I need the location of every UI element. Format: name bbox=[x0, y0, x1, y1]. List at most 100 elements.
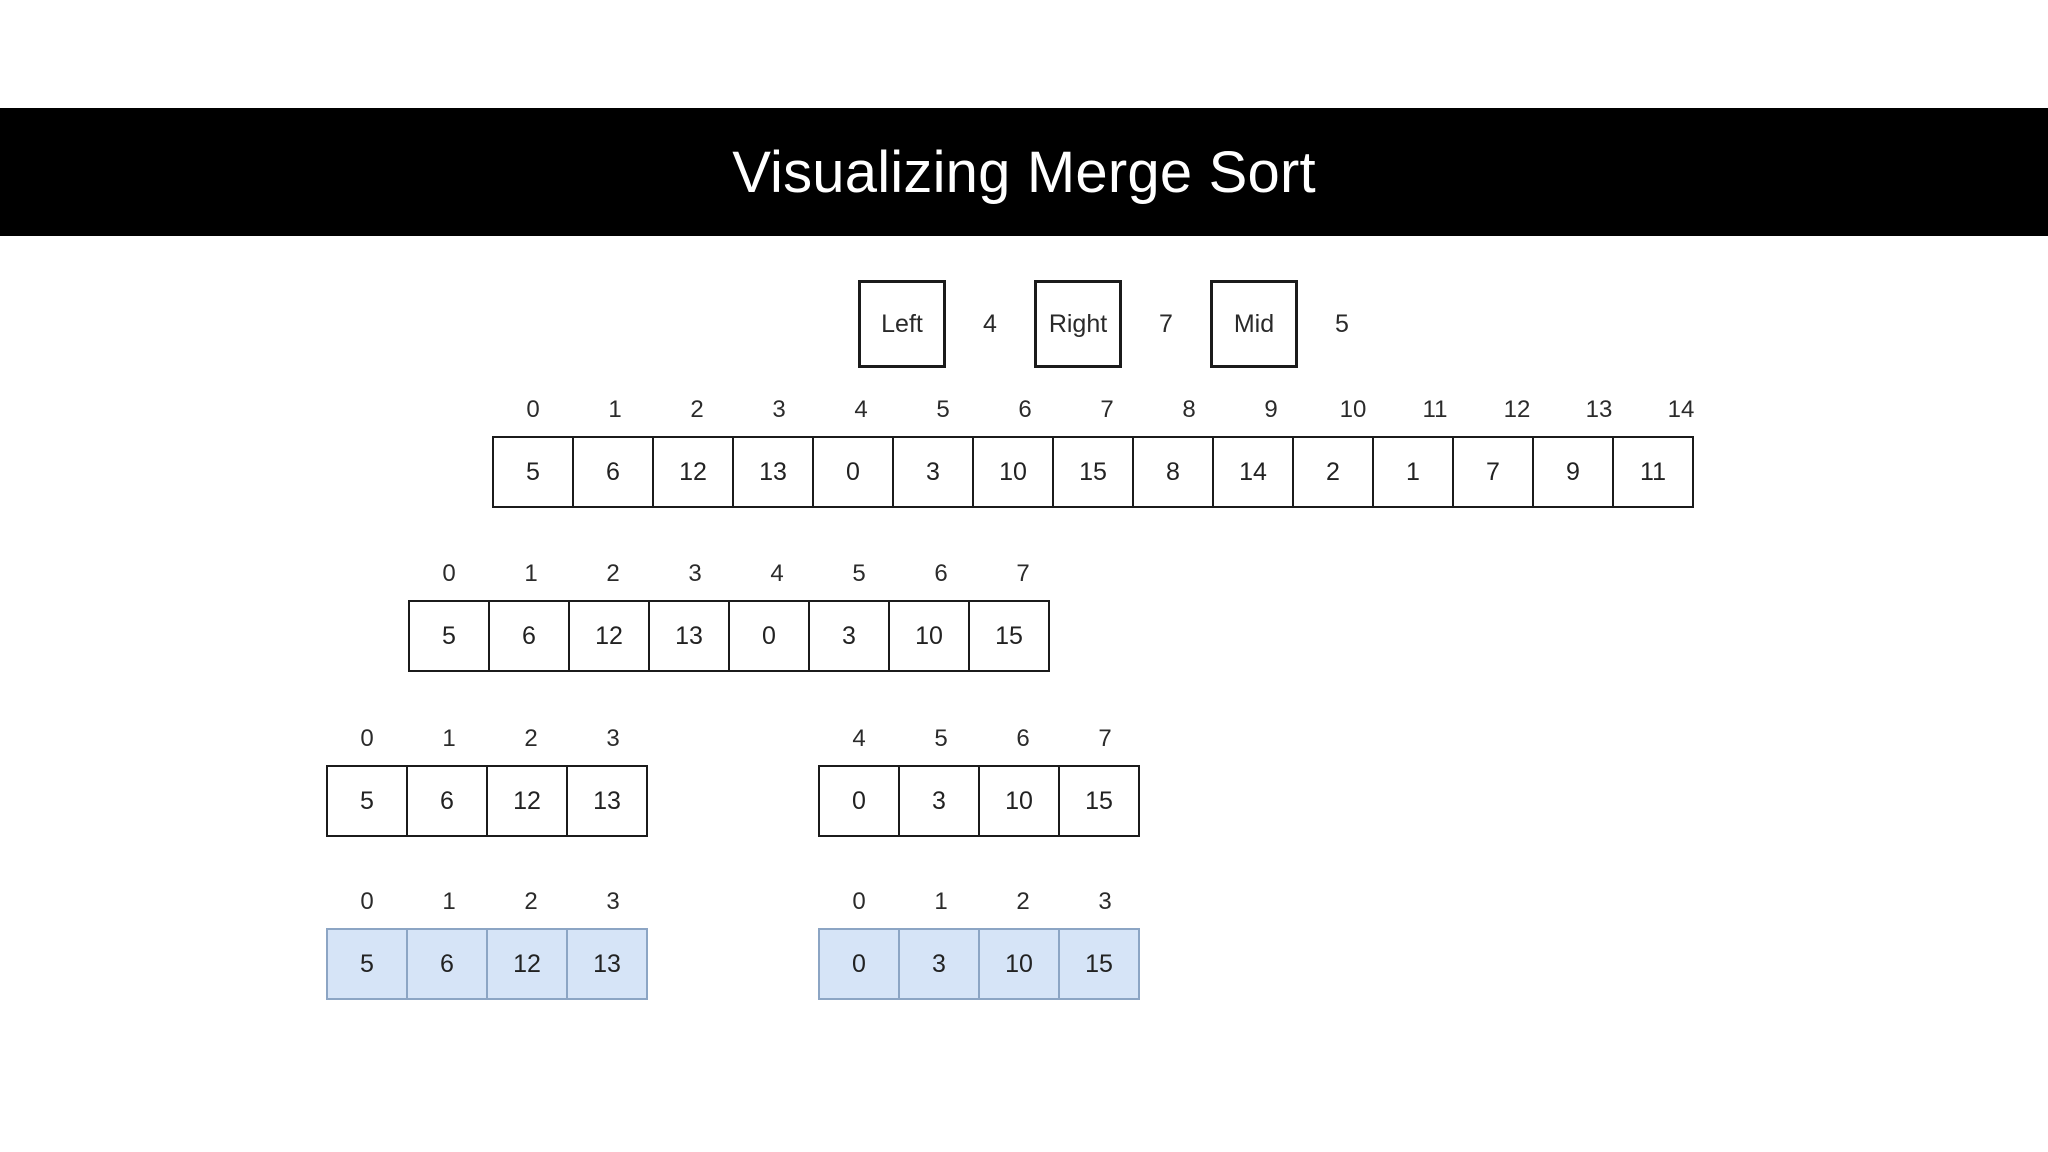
array-index-label: 2 bbox=[690, 396, 704, 423]
array-index-label: 6 bbox=[1016, 725, 1030, 752]
array-index-strip: 0 1 2 3 bbox=[818, 890, 1146, 928]
array-cell[interactable]: 0 bbox=[818, 928, 900, 1000]
array-cell[interactable]: 5 bbox=[492, 436, 574, 508]
pointer-right-value: 7 bbox=[1159, 309, 1173, 338]
array-cell[interactable]: 15 bbox=[968, 600, 1050, 672]
page-title: Visualizing Merge Sort bbox=[732, 139, 1316, 205]
array-index-label: 7 bbox=[1016, 560, 1030, 587]
pointer-left: Left 4 bbox=[858, 280, 1034, 368]
pointer-right-label: Right bbox=[1034, 280, 1122, 368]
array-cell[interactable]: 15 bbox=[1058, 765, 1140, 837]
array-index-label: 11 bbox=[1422, 396, 1448, 423]
array-cell[interactable]: 7 bbox=[1452, 436, 1534, 508]
array-cell[interactable]: 5 bbox=[408, 600, 490, 672]
array-cell[interactable]: 0 bbox=[812, 436, 894, 508]
array-cell[interactable]: 1 bbox=[1372, 436, 1454, 508]
array-index-label: 13 bbox=[1585, 396, 1613, 423]
array-cell[interactable]: 10 bbox=[972, 436, 1054, 508]
array-index-label: 1 bbox=[934, 888, 948, 915]
array-index-label: 3 bbox=[606, 725, 620, 752]
pointer-left-label: Left bbox=[858, 280, 946, 368]
array-index-label: 0 bbox=[442, 560, 456, 587]
array-cell[interactable]: 6 bbox=[406, 765, 488, 837]
array-cell[interactable]: 13 bbox=[732, 436, 814, 508]
array-cell[interactable]: 10 bbox=[888, 600, 970, 672]
array-index-label: 5 bbox=[934, 725, 948, 752]
pointer-mid-label: Mid bbox=[1210, 280, 1298, 368]
array-cell[interactable]: 2 bbox=[1292, 436, 1374, 508]
array-cell[interactable]: 6 bbox=[572, 436, 654, 508]
array-cell[interactable]: 9 bbox=[1532, 436, 1614, 508]
array-cell[interactable]: 8 bbox=[1132, 436, 1214, 508]
array-index-label: 4 bbox=[770, 560, 784, 587]
array-index-label: 0 bbox=[360, 725, 374, 752]
array-index-label: 6 bbox=[1018, 396, 1032, 423]
array-index-label: 3 bbox=[606, 888, 620, 915]
title-banner: Visualizing Merge Sort bbox=[0, 108, 2048, 236]
array-index-label: 9 bbox=[1264, 396, 1278, 423]
array-cell[interactable]: 10 bbox=[978, 928, 1060, 1000]
array-cell[interactable]: 12 bbox=[652, 436, 734, 508]
array-index-label: 3 bbox=[1098, 888, 1112, 915]
array-index-label: 8 bbox=[1182, 396, 1196, 423]
array-cell[interactable]: 3 bbox=[898, 928, 980, 1000]
array-index-strip: 0 1 2 3 bbox=[326, 727, 654, 765]
array-index-label: 5 bbox=[936, 396, 950, 423]
array-cell[interactable]: 15 bbox=[1052, 436, 1134, 508]
array-index-label: 0 bbox=[852, 888, 866, 915]
array-cell[interactable]: 3 bbox=[808, 600, 890, 672]
array-index-label: 1 bbox=[442, 888, 456, 915]
pointer-mid: Mid 5 bbox=[1210, 280, 1386, 368]
pointer-right: Right 7 bbox=[1034, 280, 1210, 368]
array-cell[interactable]: 14 bbox=[1212, 436, 1294, 508]
array-cell[interactable]: 0 bbox=[728, 600, 810, 672]
array-cell[interactable]: 5 bbox=[326, 928, 408, 1000]
array-index-label: 0 bbox=[360, 888, 374, 915]
array-index-label: 2 bbox=[1016, 888, 1030, 915]
array-cell[interactable]: 15 bbox=[1058, 928, 1140, 1000]
array-index-label: 10 bbox=[1339, 396, 1367, 423]
array-cell[interactable]: 10 bbox=[978, 765, 1060, 837]
array-cell[interactable]: 6 bbox=[406, 928, 488, 1000]
array-cell[interactable]: 3 bbox=[892, 436, 974, 508]
array-cell[interactable]: 12 bbox=[568, 600, 650, 672]
array-cell[interactable]: 11 bbox=[1612, 436, 1694, 508]
array-index-label: 5 bbox=[852, 560, 866, 587]
array-cell[interactable]: 6 bbox=[488, 600, 570, 672]
array-index-label: 1 bbox=[442, 725, 456, 752]
array-cell[interactable]: 3 bbox=[898, 765, 980, 837]
pointer-mid-value: 5 bbox=[1335, 309, 1349, 338]
array-index-label: 0 bbox=[526, 396, 540, 423]
array-cell[interactable]: 13 bbox=[566, 928, 648, 1000]
array-cell[interactable]: 13 bbox=[648, 600, 730, 672]
array-cell[interactable]: 0 bbox=[818, 765, 900, 837]
array-cell[interactable]: 12 bbox=[486, 928, 568, 1000]
array-cell[interactable]: 13 bbox=[566, 765, 648, 837]
array-cell[interactable]: 12 bbox=[486, 765, 568, 837]
array-index-label: 12 bbox=[1503, 396, 1531, 423]
array-cell[interactable]: 5 bbox=[326, 765, 408, 837]
array-index-label: 3 bbox=[688, 560, 702, 587]
array-index-label: 2 bbox=[524, 725, 538, 752]
array-index-label: 2 bbox=[524, 888, 538, 915]
array-index-label: 7 bbox=[1100, 396, 1114, 423]
pointer-controls: Left 4 Right 7 Mid 5 bbox=[858, 280, 1386, 368]
